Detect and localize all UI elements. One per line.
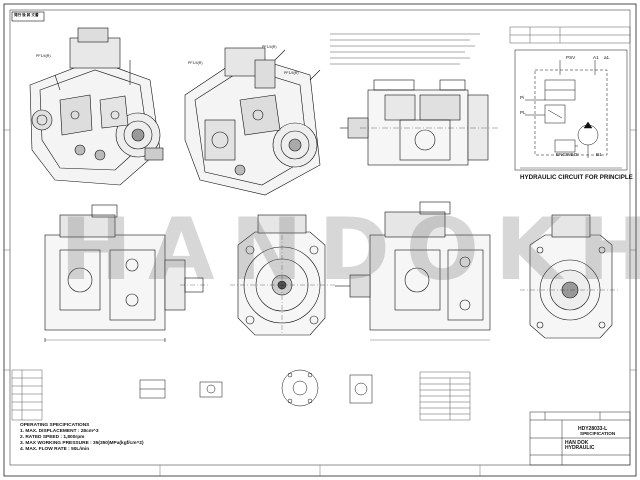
front-view-3 [335,201,491,341]
operating-specifications: OPERATING SPECIFICATIONS 1. MAX. DISPLAC… [20,423,144,453]
circuit-psv: PSV [566,55,576,60]
spec-item-1: 1. MAX. DISPLACEMENT : 28cm^3 [20,429,99,434]
revision-box [509,26,631,44]
watermark: HANDOKHDY [60,200,640,300]
title-block [529,411,631,466]
circuit-dr: Dr [574,152,579,157]
front-view-1 [44,204,210,342]
notice-text [330,33,480,65]
circuit-pl: PL [520,110,526,115]
circuit-b1: B1 [596,152,602,157]
company-name-bottom: HYDRAULIC [565,445,595,451]
drawing-code: HDY28033-L [578,426,608,432]
circuit-engine: ENGINE [556,152,574,157]
spec-title: OPERATING SPECIFICATIONS [20,423,90,428]
spec-item-3: 3. MAX WORKING PRESSURE : 35(350)MPa(kgf… [20,441,144,446]
stamp-box [11,11,45,22]
port-label-iso2-c: PF1/4(R) [284,71,299,75]
port-label-iso2-a: PF1/4(R) [188,61,203,65]
stamp-text: 発行 後 將 文書 [14,13,39,17]
side-view-top [340,79,500,166]
spline-data-table [419,371,471,421]
port-label-iso2-b: PF1/4(R) [262,45,277,49]
hydraulic-circuit [514,49,628,171]
detail-views [139,369,373,407]
isometric-view-2 [184,47,321,196]
circuit-title: HYDRAULIC CIRCUIT FOR PRINCIPLE [520,174,633,181]
spec-item-4: 4. MAX. FLOW RATE : 50L/min [20,447,90,452]
company-logo: HAN DOK HYDRAULIC [565,441,594,451]
port-label-iso1: PF1/4(R) [36,54,51,58]
isometric-view-1 [29,27,164,186]
left-revision-table [11,369,43,421]
end-view [520,214,620,339]
circuit-a1: A1 [593,55,599,60]
circuit-a1-lower: a1 [604,55,610,60]
spec-item-2: 2. RATED SPEED : 1,800rpm [20,435,85,440]
spec-label: SPECIFICATION [580,431,616,436]
front-view-2 [230,214,335,336]
company-name-top: HAN DOK [565,440,589,446]
border-ticks [4,129,636,476]
circuit-pi: Pi [520,95,525,100]
